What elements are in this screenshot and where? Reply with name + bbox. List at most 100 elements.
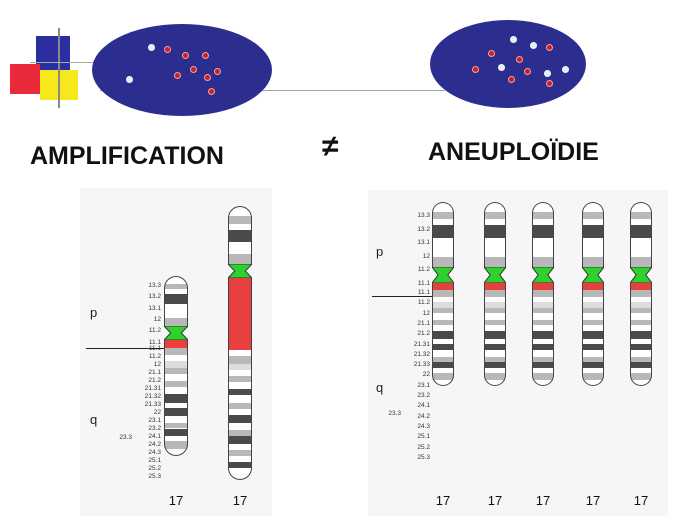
- chromosome-band: [228, 450, 252, 456]
- chromosome-band: [164, 284, 188, 289]
- band-label: 21.2: [417, 330, 430, 338]
- chromosome-band: [228, 462, 252, 468]
- chromosome-band: [164, 381, 188, 388]
- chromosome-band: [532, 290, 554, 297]
- chromosome-number-label: 17: [535, 493, 551, 508]
- chromosome-band: [532, 218, 554, 226]
- chromosome-band: [582, 356, 604, 362]
- aneuploidie-chromosome-1-q-arm: [432, 283, 454, 386]
- chromosome-band: [164, 408, 188, 416]
- chromosome-band: [484, 238, 506, 257]
- chromosome-band: [532, 296, 554, 302]
- chromosome-band: [432, 331, 454, 339]
- chromosome-band: [582, 218, 604, 226]
- aneuploidie-chromosome-2-centromere: [484, 267, 506, 283]
- red-signal-dot: [546, 80, 553, 87]
- aneuploidie-chromosome-4-q-arm: [582, 283, 604, 386]
- band-label: 11.2: [417, 299, 430, 307]
- chromosome-band: [582, 256, 604, 267]
- chromosome-band: [484, 373, 506, 380]
- chromosome-band: [532, 331, 554, 339]
- band-label: 13.1: [148, 304, 161, 312]
- band-label: 11.2: [148, 327, 161, 335]
- chromosome-band: [432, 313, 454, 320]
- red-signal-dot: [202, 52, 209, 59]
- chromosome-band: [432, 361, 454, 369]
- chromosome-band: [164, 415, 188, 423]
- chromosome-band: [164, 340, 188, 349]
- chromosome-band: [164, 368, 188, 375]
- chromosome-band: [532, 238, 554, 257]
- chromosome-band: [228, 370, 252, 376]
- chromosome-band: [532, 308, 554, 314]
- chromosome-band: [484, 212, 506, 219]
- chromosome-band: [164, 435, 188, 442]
- chromosome-number-label: 17: [168, 493, 184, 508]
- chromosome-band: [484, 308, 506, 314]
- chromosome-band: [164, 448, 188, 456]
- chromosome-band: [630, 308, 652, 314]
- chromosome-band: [630, 202, 652, 213]
- chromosome-band: [432, 343, 454, 351]
- aneuploidie-chromosome-1-p-arm: [432, 202, 454, 267]
- band-label: 21.31: [413, 340, 430, 348]
- chromosome-band: [532, 361, 554, 369]
- chromosome-band: [484, 361, 506, 369]
- chromosome-band: [432, 238, 454, 257]
- white-signal-dot: [126, 76, 133, 83]
- chromosome-band: [582, 212, 604, 219]
- aneuploidie-chromosome-4-centromere: [582, 267, 604, 283]
- chromosome-number-label: 17: [232, 493, 248, 508]
- chromosome-band: [164, 355, 188, 362]
- band-label: 22: [153, 409, 161, 416]
- chromosome-band: [484, 313, 506, 320]
- chromosome-band: [582, 319, 604, 325]
- band-label: 24.3: [417, 422, 430, 430]
- chromosome-band: [484, 301, 506, 309]
- chromosome-band: [228, 403, 252, 409]
- white-signal-dot: [544, 70, 551, 77]
- chromosome-band: [630, 379, 652, 386]
- chromosome-band: [582, 379, 604, 386]
- chromosome-band: [532, 225, 554, 239]
- aneuploidie-chromosome-4-p-arm: [582, 202, 604, 267]
- chromosome-band: [630, 313, 652, 320]
- chromosome-band: [432, 319, 454, 325]
- chromosome-band: [532, 325, 554, 332]
- chromosome-band: [532, 202, 554, 213]
- red-signal-dot: [546, 44, 553, 51]
- band-label: 24.1: [148, 433, 161, 440]
- logo-horizontal-line: [30, 62, 100, 63]
- chromosome-band: [582, 202, 604, 213]
- not-equal-symbol: ≠: [322, 130, 339, 163]
- chromosome-band: [432, 379, 454, 386]
- logo-red-square: [10, 64, 40, 94]
- aneuploidie-chromosome-2-p-arm: [484, 202, 506, 267]
- chromosome-band: [582, 238, 604, 257]
- chromosome-band: [228, 242, 252, 254]
- arm-label-q-right: q: [376, 380, 384, 395]
- white-signal-dot: [530, 42, 537, 49]
- white-signal-dot: [510, 36, 517, 43]
- chromosome-band: [630, 319, 652, 325]
- band-label: 12: [153, 361, 161, 368]
- chromosome-band: [484, 350, 506, 357]
- arm-label-q-left: q: [90, 412, 98, 427]
- white-signal-dot: [498, 64, 505, 71]
- band-label: 13.3: [417, 212, 430, 219]
- chromosome-band: [630, 373, 652, 380]
- red-signal-dot: [214, 68, 221, 75]
- chromosome-band: [532, 350, 554, 357]
- chromosome-band: [164, 422, 188, 429]
- band-label: 11.2: [148, 353, 161, 360]
- chromosome-band: [164, 289, 188, 294]
- chromosome-band: [164, 402, 188, 409]
- red-signal-dot: [190, 66, 197, 73]
- chromosome-band: [164, 361, 188, 369]
- chromosome-band: [432, 290, 454, 297]
- chromosome-band: [228, 423, 252, 430]
- band-label: 24.1: [417, 402, 430, 410]
- chromosome-band: [228, 430, 252, 436]
- chromosome-band: [484, 256, 506, 267]
- chromosome-band: [630, 356, 652, 362]
